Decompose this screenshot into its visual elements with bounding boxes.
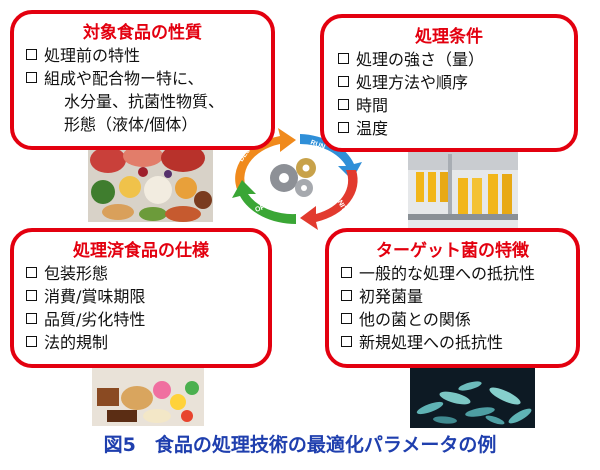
checklist-item: 法的規制 bbox=[24, 331, 258, 354]
box-processed-food-spec: 処理済食品の仕様 包装形態 消費/賞味期限 品質/劣化特性 法的規制 bbox=[10, 228, 272, 368]
checklist-item: 他の菌との関係 bbox=[339, 308, 566, 331]
box-processing-conditions: 処理条件 処理の強さ（量） 処理方法や順序 時間 温度 bbox=[320, 14, 578, 152]
production-line-photo bbox=[408, 150, 518, 228]
checklist: 一般的な処理への抵抗性 初発菌量 他の菌との関係 新規処理への抵抗性 bbox=[339, 262, 566, 354]
checklist-item: 品質/劣化特性 bbox=[24, 308, 258, 331]
food-assortment-photo bbox=[88, 142, 213, 222]
box-target-bacteria-traits: ターゲット菌の特徴 一般的な処理への抵抗性 初発菌量 他の菌との関係 新規処理へ… bbox=[325, 228, 580, 368]
checklist: 包装形態 消費/賞味期限 品質/劣化特性 法的規制 bbox=[24, 262, 258, 354]
checklist-item: 温度 bbox=[336, 117, 562, 140]
checklist: 処理の強さ（量） 処理方法や順序 時間 温度 bbox=[336, 48, 562, 140]
cycle-label-run: RUN bbox=[309, 139, 326, 151]
box-title: 処理条件 bbox=[415, 27, 483, 47]
box-title: 対象食品の性質 bbox=[83, 23, 202, 43]
checklist-item: 組成や配合物ー特に、 bbox=[24, 67, 261, 90]
run-arrow bbox=[300, 134, 362, 180]
optimize-arrow bbox=[232, 180, 296, 225]
monitor-arrow bbox=[300, 170, 358, 230]
process-cycle-graphic: DESIGN RUN MONITOR OPTIMIZE bbox=[220, 122, 372, 234]
box-target-food-properties: 対象食品の性質 処理前の特性 組成や配合物ー特に、 水分量、抗菌性物質、 形態（… bbox=[10, 10, 275, 150]
sweets-snacks-photo bbox=[92, 368, 204, 426]
checklist-item: 包装形態 bbox=[24, 262, 258, 285]
checklist-item-continuation: 形態（液体/個体） bbox=[64, 115, 198, 134]
checklist-item-continuation: 水分量、抗菌性物質、 bbox=[64, 92, 225, 111]
checklist-item: 時間 bbox=[336, 94, 562, 117]
checklist-item: 初発菌量 bbox=[339, 285, 566, 308]
checklist-item: 消費/賞味期限 bbox=[24, 285, 258, 308]
bacteria-micrograph-photo bbox=[410, 368, 535, 428]
checklist-item: 処理の強さ（量） bbox=[336, 48, 562, 71]
design-arrow bbox=[235, 128, 296, 192]
checklist-item: 新規処理への抵抗性 bbox=[339, 331, 566, 354]
figure-caption: 図5 食品の処理技術の最適化パラメータの例 bbox=[103, 434, 497, 456]
checklist: 処理前の特性 組成や配合物ー特に、 水分量、抗菌性物質、 形態（液体/個体） bbox=[24, 44, 261, 136]
box-title: ターゲット菌の特徴 bbox=[376, 241, 529, 261]
checklist-item: 処理方法や順序 bbox=[336, 71, 562, 94]
checklist-item: 処理前の特性 bbox=[24, 44, 261, 67]
gears-icon bbox=[270, 158, 316, 197]
checklist-item: 一般的な処理への抵抗性 bbox=[339, 262, 566, 285]
box-title: 処理済食品の仕様 bbox=[73, 241, 209, 261]
